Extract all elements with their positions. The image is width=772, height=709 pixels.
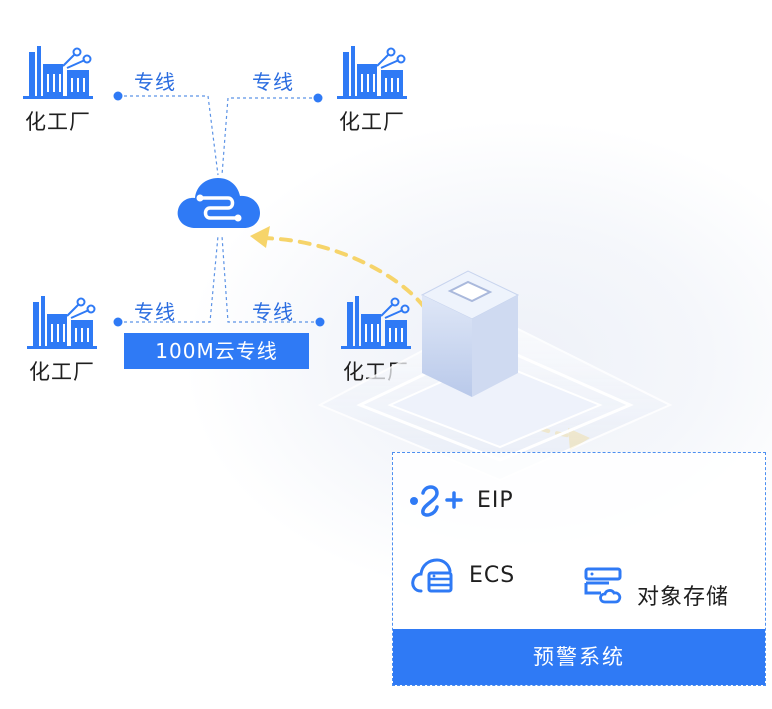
object-storage-item: 对象存储 (583, 561, 729, 611)
eip-icon (410, 485, 463, 517)
cloud-hub-icon (177, 178, 260, 228)
eip-item: EIP (407, 483, 514, 517)
warning-system-panel: EIP ECS 对象存储 预警系统 (392, 452, 766, 686)
object-storage-label: 对象存储 (637, 585, 730, 610)
ecs-item: ECS (411, 557, 515, 593)
factory-label: 化工厂 (29, 360, 95, 384)
factory-bottom-left: 化工厂 (14, 294, 110, 386)
ecs-label: ECS (469, 562, 516, 588)
cloud-line-banner: 100M云专线 (124, 333, 309, 369)
dedicated-line-label: 专线 (134, 300, 176, 324)
factory-icon (23, 46, 93, 99)
factory-icon (27, 296, 97, 349)
factory-top-right: 化工厂 (324, 44, 420, 136)
ecs-icon (411, 558, 453, 593)
cloud-server-cube-icon (317, 270, 673, 482)
factory-icon (337, 46, 407, 99)
factory-label: 化工厂 (25, 110, 91, 134)
factory-top-left: 化工厂 (10, 44, 106, 136)
dedicated-line-label: 专线 (252, 70, 294, 94)
factory-label: 化工厂 (339, 110, 405, 134)
warning-system-title: 预警系统 (393, 629, 765, 685)
eip-label: EIP (477, 487, 514, 513)
factory-icon (341, 296, 411, 349)
dedicated-line-label: 专线 (252, 300, 294, 324)
dedicated-line-label: 专线 (134, 70, 176, 94)
object-storage-icon (584, 567, 622, 604)
